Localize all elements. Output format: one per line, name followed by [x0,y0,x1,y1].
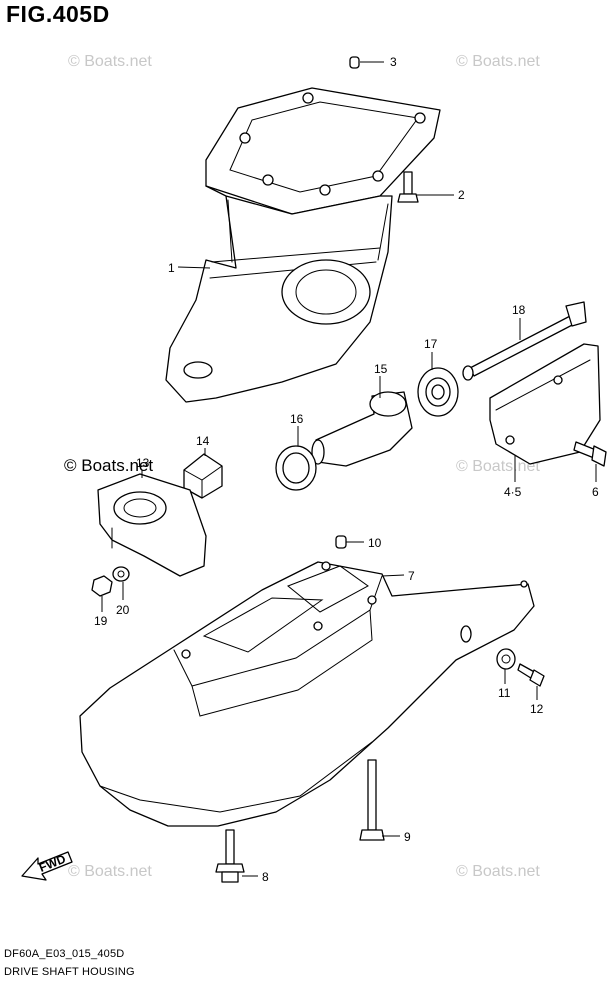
part-14-mount[interactable] [183,453,223,499]
watermark: © Boats.net [68,53,152,70]
watermark: © Boats.net [456,458,540,475]
callout-3: 3 [390,55,397,69]
part-15-sleeve[interactable] [311,391,413,467]
callout-19: 19 [94,614,108,628]
part-13-rubber-mount[interactable] [97,473,207,577]
watermark-dark: © Boats.net [64,456,153,475]
part-7-lower-housing[interactable] [79,561,535,827]
figure-code: DF60A_E03_015_405D [4,948,125,960]
callout-14: 14 [196,434,210,448]
callout-12: 12 [530,702,544,716]
part-9-bolt[interactable] [359,759,385,841]
callout-7: 7 [408,569,415,583]
figure-name: DRIVE SHAFT HOUSING [4,966,135,978]
watermark: © Boats.net [68,863,152,880]
part-17-bearing[interactable] [417,367,459,417]
figure-title: FIG.405D [6,1,110,27]
part-11-grommet[interactable] [496,648,516,670]
part-12-bolt[interactable] [517,663,545,687]
part-18-stud-bolt[interactable] [462,301,587,381]
part-10-dowel[interactable] [335,535,347,549]
part-1-upper-housing[interactable] [165,87,441,403]
callout-numbers: 1 2 3 4·5 6 7 8 9 10 11 12 13 14 15 16 1… [94,55,599,884]
callout-17: 17 [424,337,438,351]
callout-8: 8 [262,870,269,884]
part-20-washer[interactable] [112,566,130,582]
part-16-seal-ring[interactable] [275,445,317,491]
callout-13: 13 [136,456,150,470]
watermark-group: © Boats.net © Boats.net © Boats.net © Bo… [64,53,540,880]
callout-11: 11 [498,686,511,700]
leader-lines [101,61,597,877]
part-3-dowel-pin[interactable] [349,56,360,69]
part-8-bolt[interactable] [215,829,245,883]
watermark: © Boats.net [456,53,540,70]
callout-20: 20 [116,603,130,617]
fwd-arrow: FWD [21,851,73,881]
callout-15: 15 [374,362,388,376]
fwd-label: FWD [37,852,68,875]
callout-16: 16 [290,412,304,426]
callout-10: 10 [368,536,382,550]
callout-6: 6 [592,485,599,499]
part-6-bolt[interactable] [573,441,607,467]
callout-1: 1 [168,261,175,275]
watermark: © Boats.net [456,863,540,880]
callout-18: 18 [512,303,526,317]
part-2-bolt[interactable] [397,171,419,203]
callout-9: 9 [404,830,411,844]
part-19-nut[interactable] [91,575,113,597]
callout-4-5: 4·5 [504,485,522,499]
callout-2: 2 [458,188,465,202]
